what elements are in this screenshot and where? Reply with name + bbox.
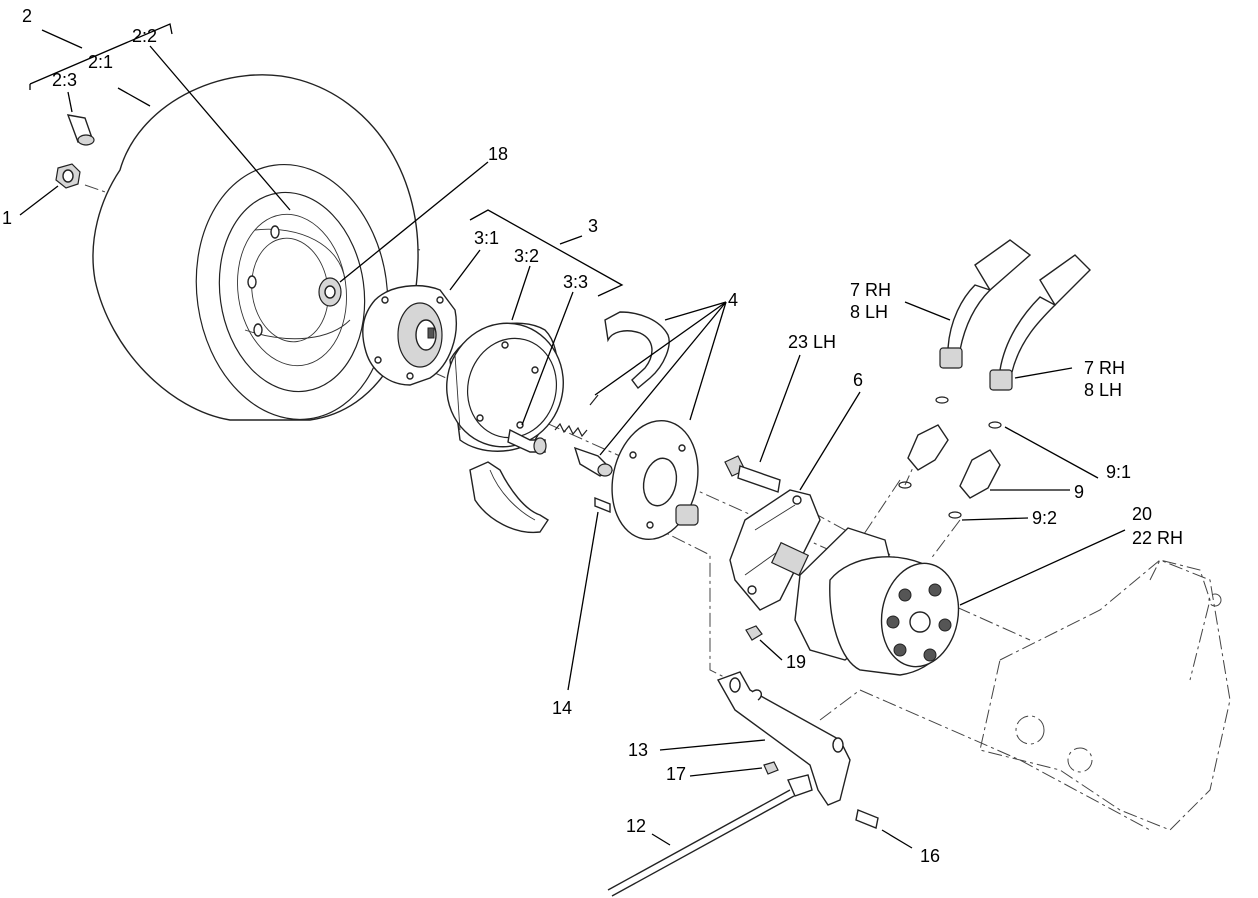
bolt — [724, 455, 781, 493]
callout-7-rh-upper: 7 RH — [850, 280, 891, 300]
callout-22-rh: 20 — [1132, 504, 1152, 524]
nut — [745, 625, 763, 641]
screw — [594, 496, 611, 514]
callout-2-3: 2:3 — [52, 70, 77, 90]
tire-wheel-assembly — [92, 74, 419, 421]
callout-labels: 2 2:2 2:1 2:3 1 18 3 3:1 3:2 3:3 4 23 LH… — [2, 6, 1183, 866]
brake-shoes — [469, 311, 670, 534]
callout-1: 1 — [2, 208, 12, 228]
frame-outline — [979, 559, 1231, 831]
callout-12: 12 — [626, 816, 646, 836]
callout-8-lh-lower: 8 LH — [1084, 380, 1122, 400]
callout-2: 2 — [22, 6, 32, 26]
callout-9-1: 9:1 — [1106, 462, 1131, 482]
callout-3-1: 3:1 — [474, 228, 499, 248]
wheel-hub — [362, 285, 457, 386]
callout-6: 6 — [853, 370, 863, 390]
callout-23-lh: 22 RH — [1132, 528, 1183, 548]
lug-nut — [55, 163, 81, 189]
leader-lines — [19, 23, 1126, 849]
hydraulic-motor — [770, 527, 960, 676]
brake-lever — [716, 671, 851, 806]
mounting-bracket — [729, 489, 821, 611]
backing-plate — [611, 419, 699, 541]
callout-7-rh-lower: 7 RH — [1084, 358, 1125, 378]
clevis-bolt — [855, 809, 879, 829]
callout-2-2: 2:2 — [132, 26, 157, 46]
callout-4: 4 — [728, 290, 738, 310]
brake-spring — [554, 394, 599, 438]
callout-14: 18 — [488, 144, 508, 164]
callout-13: 13 — [628, 740, 648, 760]
callout-18: 17 — [666, 764, 686, 784]
callout-3-3: 3:3 — [563, 272, 588, 292]
callout-19: 19 — [786, 652, 806, 672]
callout-3: 3 — [588, 216, 598, 236]
brake-cable — [607, 789, 795, 897]
brake-adjuster — [573, 446, 614, 477]
callout-9-2: 9:2 — [1032, 508, 1057, 528]
callout-2-1: 2:1 — [88, 52, 113, 72]
drum-stud — [507, 428, 547, 455]
callout-9: 9 — [1074, 482, 1084, 502]
wheel-stud — [66, 114, 95, 146]
callout-20: 23 LH — [788, 332, 836, 352]
hydraulic-fittings — [898, 396, 1002, 519]
callout-3-2: 3:2 — [514, 246, 539, 266]
callout-16: 14 — [552, 698, 572, 718]
brake-drum — [446, 322, 564, 452]
callout-17: 16 — [920, 846, 940, 866]
cable-clevis — [763, 761, 813, 797]
hydraulic-hoses — [939, 239, 1091, 391]
callout-8-lh-upper: 8 LH — [850, 302, 888, 322]
